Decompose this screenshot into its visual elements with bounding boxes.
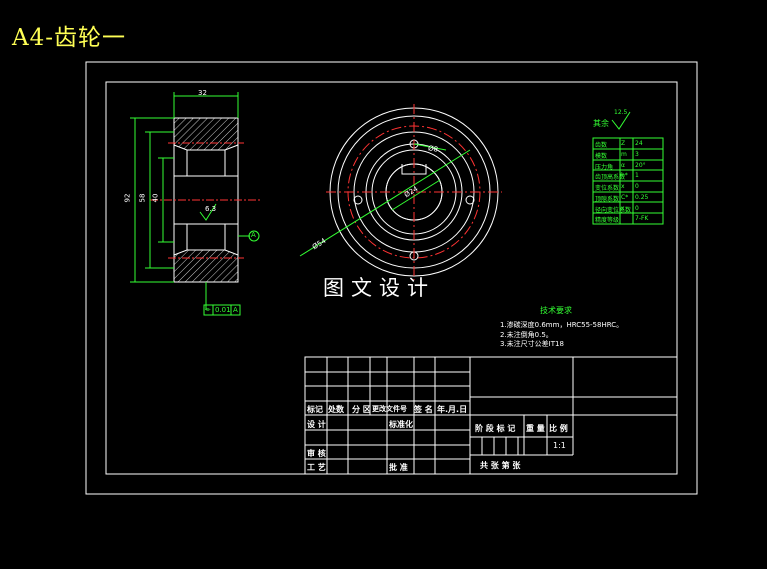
- tb-scale: 比 例: [549, 424, 568, 433]
- dim-width: 32: [198, 89, 207, 97]
- param-name: 顶隙系数: [595, 195, 620, 203]
- tolerance-value: 0.01: [215, 306, 231, 314]
- param-sym: x: [621, 204, 625, 212]
- rest-label: 其余: [593, 119, 609, 128]
- tb-sign: 签 名: [414, 405, 433, 414]
- tolerance-datum: A: [233, 306, 238, 314]
- param-sym: Z: [621, 140, 626, 147]
- tb-zone: 分 区: [352, 405, 371, 414]
- param-table: [592, 111, 664, 225]
- outer-frame: [85, 61, 698, 495]
- title-block: [304, 356, 678, 475]
- tb-stage-mark: 阶 段 标 记: [475, 424, 516, 433]
- param-val: 7-FK: [635, 215, 649, 223]
- tb-date: 年.月.日: [437, 405, 468, 414]
- tech-req-item: 1.渗碳深度0.6mm，HRC55-58HRC。: [500, 321, 624, 329]
- roughness-label: 6.3: [205, 205, 217, 213]
- front-view: [299, 104, 502, 280]
- rest-roughness: 12.5: [614, 109, 628, 116]
- drawing-title: A4-齿轮一: [12, 25, 127, 51]
- param-sym: C*: [621, 193, 629, 201]
- param-sym: α: [621, 161, 625, 169]
- param-name: 齿数: [595, 142, 608, 149]
- tb-mark: 标记: [307, 405, 323, 414]
- param-val: 24: [635, 140, 643, 147]
- tb-count: 处数: [328, 405, 344, 414]
- dim-outer: 92: [123, 193, 132, 203]
- tech-req-item: 2.未注倒角0.5。: [500, 331, 553, 339]
- tb-process: 工 艺: [307, 463, 326, 472]
- tech-req-item: 3.未注尺寸公差IT18: [500, 340, 564, 348]
- section-view: [130, 92, 260, 316]
- tb-doc: 更改文件号: [372, 405, 407, 413]
- dim-bore: 40: [151, 193, 160, 203]
- param-name: 精度等级: [595, 217, 620, 225]
- param-sym: x: [621, 183, 625, 190]
- param-sym: h*: [621, 172, 628, 180]
- tb-approve: 批 准: [389, 463, 408, 472]
- dim-mid: 58: [138, 193, 147, 203]
- watermark-text: 图文设计: [323, 276, 435, 300]
- tb-review: 审 核: [307, 449, 326, 458]
- param-val: 1: [635, 172, 639, 180]
- param-val: 0.25: [635, 193, 649, 201]
- param-sym: m: [621, 150, 627, 158]
- param-name: 模数: [595, 152, 608, 160]
- tb-scale-value: 1:1: [553, 441, 566, 450]
- param-val: 20°: [635, 161, 646, 169]
- param-val: 3: [635, 150, 639, 158]
- param-name: 压力角: [595, 163, 614, 171]
- param-val: 0: [635, 204, 639, 212]
- tb-sheets: 共 张 第 张: [480, 461, 521, 470]
- tb-designer: 设 计: [307, 420, 326, 429]
- param-val: 0: [635, 183, 639, 190]
- param-name: 径向变位系数: [595, 206, 632, 214]
- param-name: 齿顶高系数: [595, 174, 626, 182]
- param-name: 变位系数: [595, 185, 620, 192]
- dim-phi2: Ø8: [427, 144, 439, 154]
- tb-weight: 重 量: [526, 424, 545, 433]
- tb-standardize: 标准化: [389, 420, 413, 429]
- tolerance-symbol: ⌯: [205, 305, 211, 313]
- tech-req-title: 技术要求: [540, 306, 572, 315]
- datum-label: A: [251, 231, 256, 239]
